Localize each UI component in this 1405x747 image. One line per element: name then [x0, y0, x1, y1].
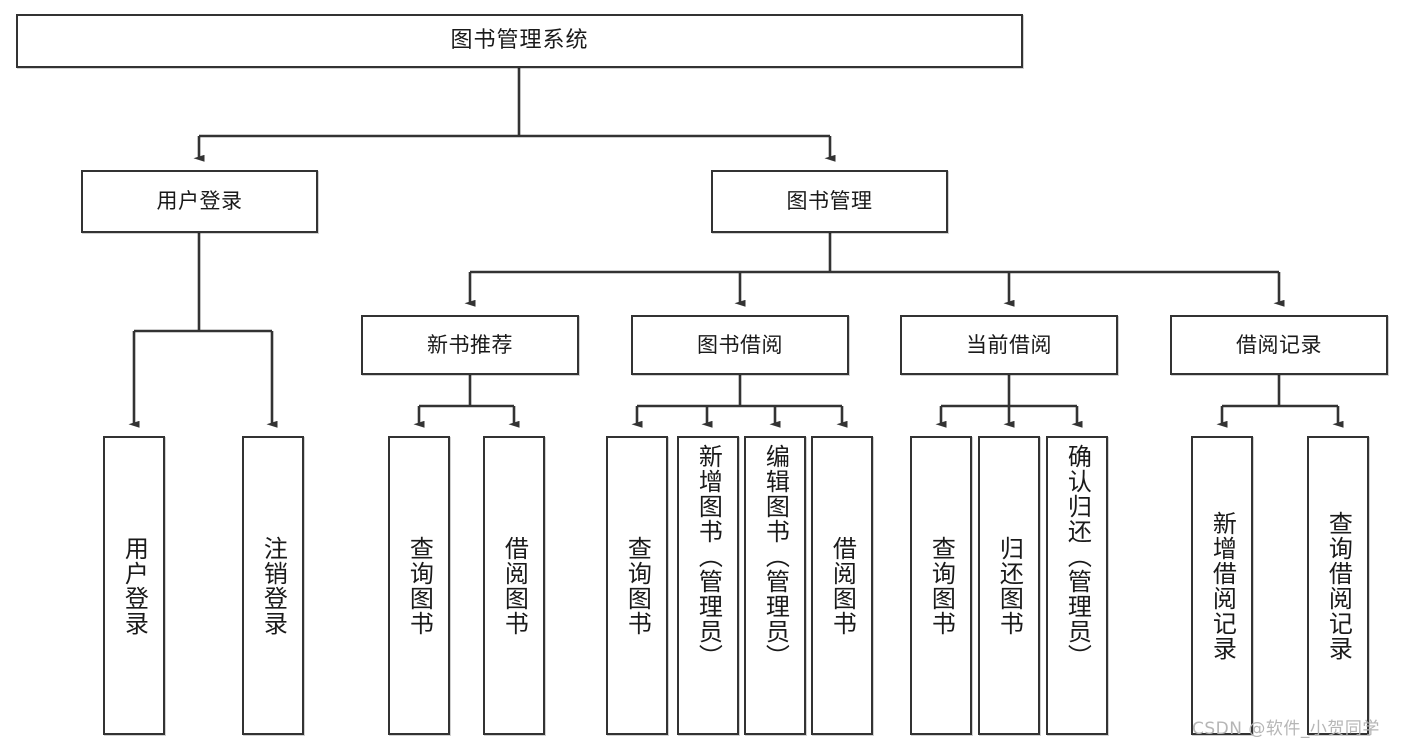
- leaf-query-book-recommend[interactable]: 查询图书: [388, 436, 450, 735]
- node-label-new-book-recommend: 新书推荐: [427, 332, 513, 357]
- leaf-label-confirm-return-admin: 确认归还（管理员）: [1063, 444, 1092, 669]
- edges-user-login-to-leaves: [128, 233, 278, 428]
- leaf-borrow-book-recommend[interactable]: 借阅图书: [483, 436, 545, 735]
- leaf-label-query-borrow-record: 查询借阅记录: [1324, 510, 1353, 661]
- leaf-label-query-book-borrow: 查询图书: [623, 535, 652, 636]
- node-user-login[interactable]: 用户登录: [81, 170, 318, 233]
- node-label-borrow-record: 借阅记录: [1236, 332, 1322, 357]
- leaf-label-add-borrow-record: 新增借阅记录: [1208, 510, 1237, 661]
- leaf-label-return-book: 归还图书: [995, 535, 1024, 636]
- leaf-label-add-book-admin: 新增图书（管理员）: [694, 444, 723, 669]
- leaf-add-book-admin[interactable]: 新增图书（管理员）: [677, 436, 739, 735]
- leaf-return-book[interactable]: 归还图书: [978, 436, 1040, 735]
- leaf-label-logout: 注销登录: [259, 535, 288, 636]
- node-root-book-management-system[interactable]: 图书管理系统: [16, 14, 1023, 68]
- leaf-logout[interactable]: 注销登录: [242, 436, 304, 735]
- node-label-root: 图书管理系统: [450, 28, 589, 54]
- node-label-book-manage: 图书管理: [786, 189, 873, 214]
- node-label-current-borrow: 当前借阅: [966, 332, 1052, 357]
- edges-root-to-level2: [193, 68, 836, 162]
- leaf-label-borrow-book-recommend: 借阅图书: [500, 535, 529, 636]
- edges-new-book-rec-to-leaves: [413, 375, 520, 428]
- leaf-confirm-return-admin[interactable]: 确认归还（管理员）: [1046, 436, 1108, 735]
- leaf-user-login[interactable]: 用户登录: [103, 436, 165, 735]
- leaf-label-query-book-recommend: 查询图书: [405, 535, 434, 636]
- watermark-csdn: CSDN @软件_小贺同学: [1192, 719, 1380, 739]
- edges-borrow-record-to-leaves: [1216, 375, 1344, 428]
- leaf-label-user-login: 用户登录: [120, 535, 149, 636]
- leaf-label-query-book-current: 查询图书: [927, 535, 956, 636]
- leaf-query-book-current[interactable]: 查询图书: [910, 436, 972, 735]
- edges-book-manage-to-level3: [464, 233, 1285, 307]
- leaf-edit-book-admin[interactable]: 编辑图书（管理员）: [744, 436, 806, 735]
- leaf-label-borrow-book-borrow: 借阅图书: [828, 535, 857, 636]
- leaf-borrow-book-borrow[interactable]: 借阅图书: [811, 436, 873, 735]
- node-label-user-login: 用户登录: [156, 189, 243, 214]
- node-borrow-record[interactable]: 借阅记录: [1170, 315, 1388, 375]
- node-new-book-recommend[interactable]: 新书推荐: [361, 315, 579, 375]
- edges-current-borrow-to-leaves: [935, 375, 1083, 428]
- leaf-add-borrow-record[interactable]: 新增借阅记录: [1191, 436, 1253, 735]
- node-book-borrow[interactable]: 图书借阅: [631, 315, 849, 375]
- node-book-manage[interactable]: 图书管理: [711, 170, 948, 233]
- leaf-query-book-borrow[interactable]: 查询图书: [606, 436, 668, 735]
- leaf-label-edit-book-admin: 编辑图书（管理员）: [761, 444, 790, 669]
- node-current-borrow[interactable]: 当前借阅: [900, 315, 1118, 375]
- leaf-query-borrow-record[interactable]: 查询借阅记录: [1307, 436, 1369, 735]
- edges-book-borrow-to-leaves: [631, 375, 848, 428]
- node-label-book-borrow: 图书借阅: [697, 332, 783, 357]
